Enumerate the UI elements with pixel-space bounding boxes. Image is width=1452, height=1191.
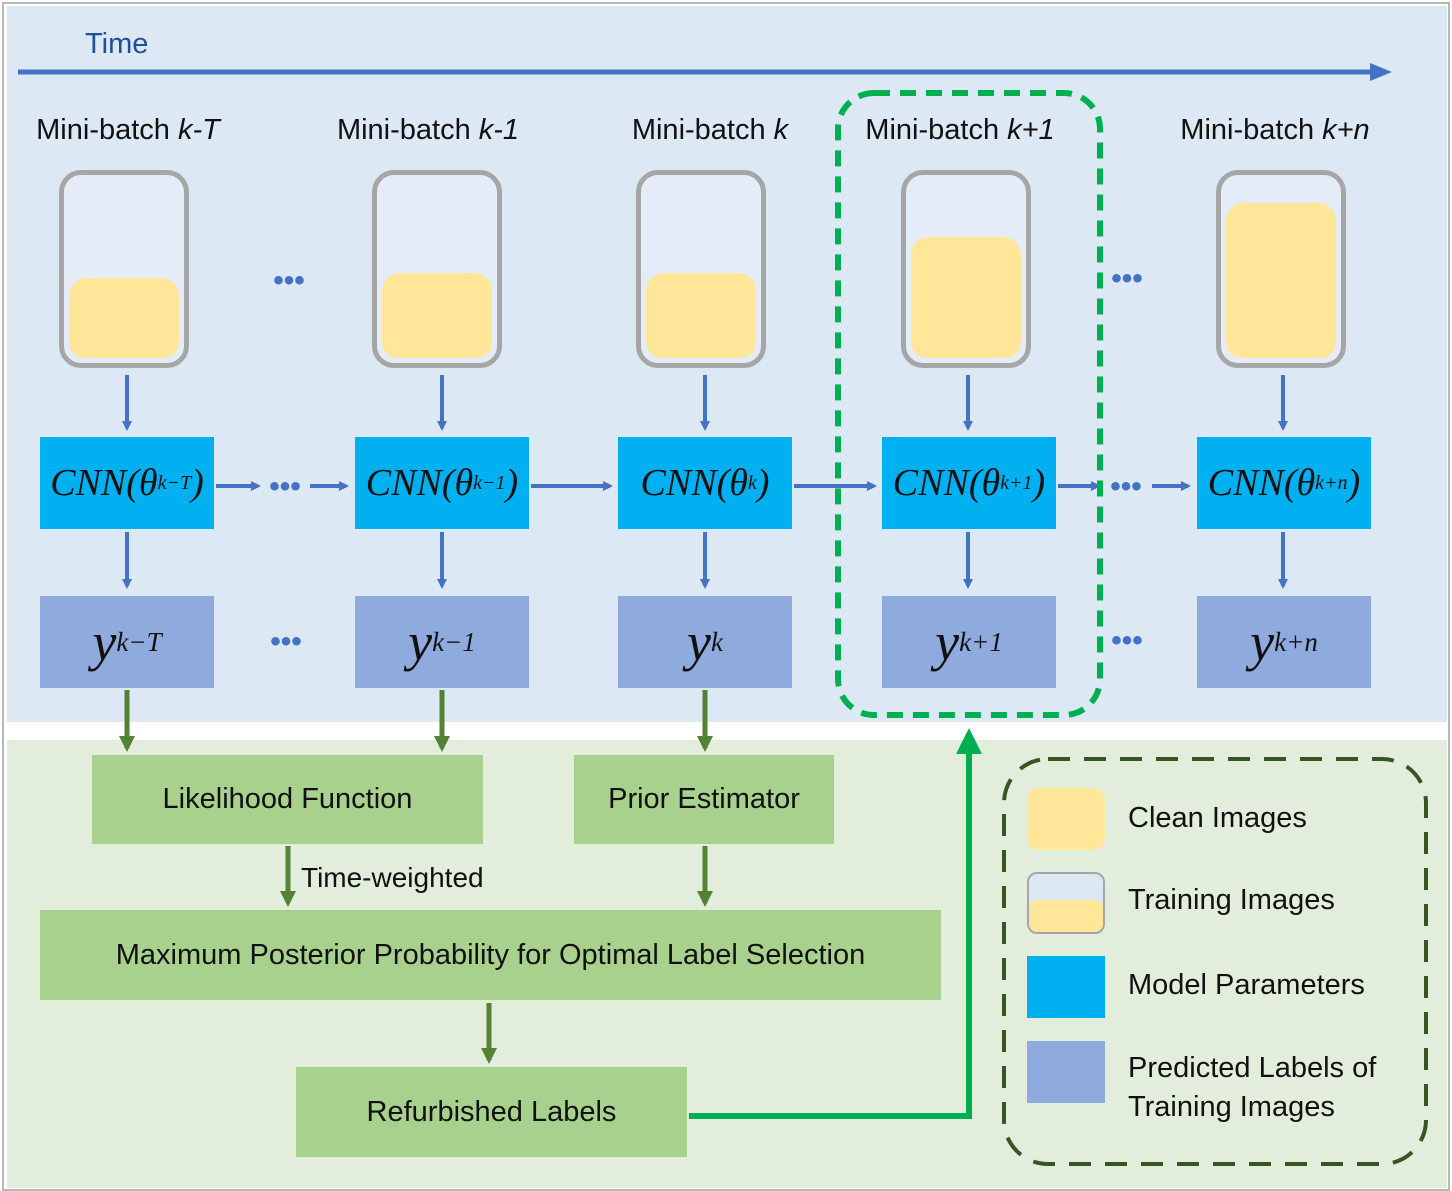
ellipsis: ••• — [1111, 262, 1143, 295]
training-images-container — [901, 170, 1031, 368]
clean-images-fill — [1226, 203, 1336, 358]
legend-frame — [1002, 757, 1428, 1166]
clean-images-fill — [69, 278, 179, 358]
training-images-container — [372, 170, 502, 368]
mini-batch-title-k+n: Mini-batch k+n — [1180, 114, 1370, 146]
mini-batch-title-k+1: Mini-batch k+1 — [865, 114, 1055, 146]
mini-batch-title-k-1: Mini-batch k-1 — [336, 114, 520, 146]
map-selection-box: Maximum Posterior Probability for Optima… — [40, 910, 941, 1000]
mini-batch-title-k: Mini-batch k — [631, 114, 789, 146]
legend-training-swatch — [1027, 872, 1105, 934]
prior-estimator-box: Prior Estimator — [574, 755, 834, 844]
legend-training-text: Training Images — [1128, 884, 1335, 916]
feedback-arrow — [689, 728, 982, 1119]
legend-model-swatch — [1027, 956, 1105, 1018]
training-images-container — [59, 170, 189, 368]
ellipsis: ••• — [1111, 624, 1143, 657]
legend-predicted-swatch — [1027, 1041, 1105, 1103]
ellipsis: ••• — [1110, 470, 1142, 503]
clean-images-fill — [646, 273, 756, 358]
training-images-container — [636, 170, 766, 368]
legend-clean-swatch — [1027, 788, 1105, 850]
time-weighted-label: Time-weighted — [301, 862, 484, 893]
clean-images-fill — [911, 237, 1021, 358]
ellipsis: ••• — [273, 264, 305, 297]
training-images-container — [1216, 170, 1346, 368]
refurbished-labels-box: Refurbished Labels — [296, 1067, 687, 1157]
highlight-k+1-frame — [835, 90, 1103, 718]
ellipsis: ••• — [270, 625, 302, 658]
mini-batch-title-k-T: Mini-batch k-T — [36, 114, 220, 146]
clean-images-fill — [382, 273, 492, 358]
legend-model-text: Model Parameters — [1128, 969, 1365, 1001]
legend-clean-text: Clean Images — [1128, 802, 1307, 834]
ellipsis: ••• — [269, 470, 301, 503]
likelihood-function-box: Likelihood Function — [92, 755, 483, 844]
time-label: Time — [85, 28, 149, 60]
